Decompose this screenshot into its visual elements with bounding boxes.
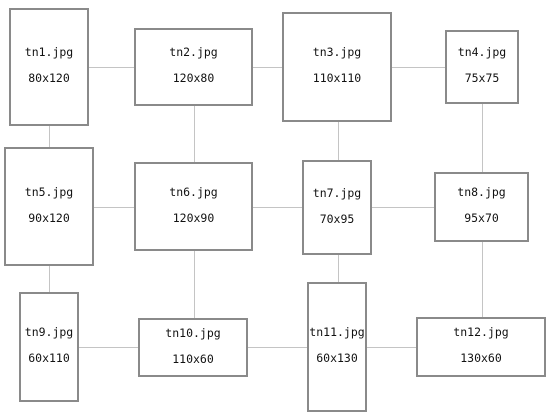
row-guide-line-2 — [49, 207, 483, 208]
thumbnail-filename: tn4.jpg — [457, 45, 507, 59]
thumbnail-tn3: tn3.jpg 110x110 — [282, 12, 392, 122]
thumbnail-dimensions: 70x95 — [319, 211, 355, 226]
thumbnail-filename: tn5.jpg — [24, 184, 74, 199]
thumbnail-tn5: tn5.jpg 90x120 — [4, 147, 94, 266]
thumbnail-dimensions: 130x60 — [460, 351, 502, 365]
thumbnail-filename: tn11.jpg — [309, 325, 365, 339]
thumbnail-dimensions: 60x110 — [28, 351, 70, 365]
thumbnail-tn1: tn1.jpg 80x120 — [9, 8, 89, 126]
thumbnail-dimensions: 120x80 — [172, 71, 215, 85]
thumbnail-tn8: tn8.jpg 95x70 — [434, 172, 529, 242]
thumbnail-tn6: tn6.jpg 120x90 — [134, 162, 253, 251]
thumbnail-dimensions: 110x110 — [312, 71, 362, 85]
thumbnail-dimensions: 75x75 — [464, 71, 500, 85]
thumbnail-filename: tn8.jpg — [457, 185, 506, 199]
thumbnail-filename: tn2.jpg — [169, 45, 218, 59]
thumbnail-tn7: tn7.jpg 70x95 — [302, 160, 372, 255]
thumbnail-filename: tn7.jpg — [312, 185, 362, 200]
thumbnail-filename: tn1.jpg — [24, 45, 74, 59]
thumbnail-filename: tn3.jpg — [312, 45, 362, 59]
thumbnail-tn9: tn9.jpg 60x110 — [19, 292, 79, 402]
row-guide-line-3 — [49, 347, 483, 348]
thumbnail-filename: tn12.jpg — [453, 325, 509, 339]
thumbnail-filename: tn6.jpg — [169, 184, 218, 199]
thumbnail-tn11: tn11.jpg 60x130 — [307, 282, 367, 412]
row-guide-line-1 — [49, 67, 483, 68]
thumbnail-dimensions: 110x60 — [172, 351, 214, 366]
thumbnail-tn2: tn2.jpg 120x80 — [134, 28, 253, 106]
thumbnail-dimensions: 95x70 — [464, 211, 499, 225]
thumbnail-filename: tn10.jpg — [165, 325, 221, 340]
thumbnail-dimensions: 90x120 — [28, 210, 70, 225]
thumbnail-dimensions: 60x130 — [316, 351, 358, 365]
thumbnail-filename: tn9.jpg — [24, 325, 74, 339]
thumbnail-dimensions: 120x90 — [172, 210, 215, 225]
thumbnail-tn10: tn10.jpg 110x60 — [138, 318, 248, 377]
thumbnail-dimensions: 80x120 — [28, 71, 70, 85]
thumbnail-tn4: tn4.jpg 75x75 — [445, 30, 519, 104]
thumbnail-tn12: tn12.jpg 130x60 — [416, 317, 546, 377]
